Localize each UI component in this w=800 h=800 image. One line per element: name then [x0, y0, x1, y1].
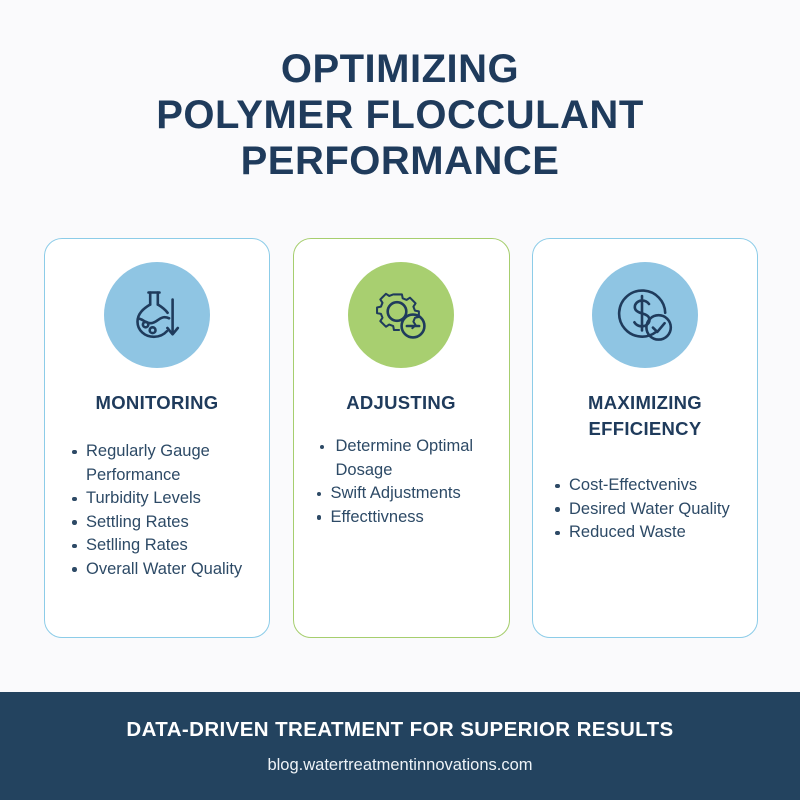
list-item: Desired Water Quality [552, 498, 757, 522]
icon-circle-maximizing-efficiency [592, 262, 698, 368]
icon-circle-adjusting [348, 262, 454, 368]
card-bullets-adjusting: Determine Optimal Dosage Swift Adjustmen… [294, 435, 509, 529]
page-title-line-3: PERFORMANCE [240, 139, 560, 183]
list-item: Turbidity Levels [69, 487, 269, 511]
dollar-check-icon [617, 289, 673, 341]
list-item: Setlling Rates [69, 534, 269, 558]
cards-row: MONITORING Regularly Gauge Performance T… [44, 238, 758, 640]
footer-headline: DATA-DRIVEN TREATMENT FOR SUPERIOR RESUL… [126, 717, 674, 741]
gear-minus-icon [376, 292, 426, 339]
list-item: Reduced Waste [552, 521, 757, 545]
card-maximizing-efficiency[interactable]: MAXIMIZING EFFICIENCY Cost-Effectvenivs … [532, 238, 758, 638]
list-item: Cost-Effectvenivs [552, 474, 757, 498]
card-bullets-maximizing-efficiency: Cost-Effectvenivs Desired Water Quality … [533, 474, 757, 545]
card-adjusting[interactable]: ADJUSTING Determine Optimal Dosage Swift… [292, 238, 510, 638]
icon-circle-monitoring [104, 262, 210, 368]
card-heading-adjusting: ADJUSTING [346, 392, 456, 413]
list-item: Effecttivness [314, 506, 509, 530]
list-item: Determine Optimal Dosage [314, 435, 509, 482]
list-item: Overall Water Quality [69, 558, 269, 582]
page-title-line-1: OPTIMIZING [280, 47, 520, 91]
flask-arrow-icon [136, 291, 180, 339]
list-item: Regularly Gauge Performance [69, 440, 269, 487]
card-heading-monitoring: MONITORING [95, 392, 219, 413]
footer-band: DATA-DRIVEN TREATMENT FOR SUPERIOR RESUL… [0, 692, 800, 800]
page-title: OPTIMIZING POLYMER FLOCCULANT PERFORMANC… [0, 46, 800, 184]
list-item: Settling Rates [69, 511, 269, 535]
card-bullets-monitoring: Regularly Gauge Performance Turbidity Le… [45, 440, 269, 581]
footer-url: blog.watertreatmentinnovations.com [267, 755, 533, 774]
page-title-line-2: POLYMER FLOCCULANT [156, 93, 644, 137]
card-monitoring[interactable]: MONITORING Regularly Gauge Performance T… [44, 238, 270, 638]
card-heading-maximizing-efficiency: MAXIMIZING EFFICIENCY [588, 392, 702, 439]
list-item: Swift Adjustments [314, 482, 509, 506]
